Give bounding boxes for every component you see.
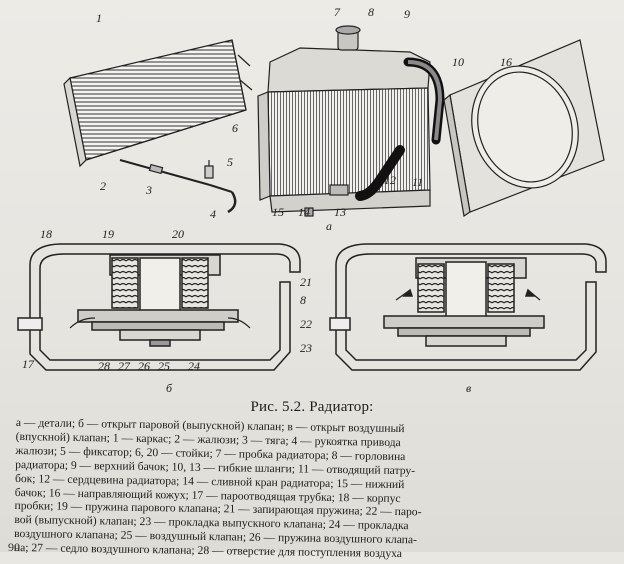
label-14: 14 (298, 205, 310, 219)
label-15: 15 (272, 205, 284, 219)
label-6: 6 (232, 121, 238, 135)
label-10: 10 (452, 55, 464, 69)
label-13: 13 (334, 205, 346, 219)
figure-legend: а — детали; б — открыт паровой (выпускно… (14, 416, 614, 564)
part-b-labels: 18 19 20 21 8 22 23 17 28 27 26 25 24 б … (22, 227, 471, 395)
label-3: 3 (145, 183, 152, 197)
label-23: 23 (300, 341, 312, 355)
label-b: б (166, 381, 173, 395)
label-22: 22 (300, 317, 312, 331)
radiator-figure: 1 2 3 4 5 6 7 8 9 10 11 12 13 14 15 16 а… (17, 5, 607, 395)
label-8: 8 (368, 5, 374, 19)
label-25: 25 (158, 359, 170, 373)
label-24: 24 (188, 359, 200, 373)
label-19: 19 (102, 227, 114, 241)
part-a-labels: 1 2 3 4 5 6 7 8 9 10 11 12 13 14 15 16 а (96, 5, 512, 233)
page-number: 90 (8, 540, 20, 554)
label-12: 12 (384, 173, 396, 187)
label-1: 1 (96, 11, 102, 25)
label-18: 18 (40, 227, 52, 241)
label-11: 11 (412, 175, 423, 189)
label-8b: 8 (300, 293, 306, 307)
label-2: 2 (100, 179, 106, 193)
label-a: а (326, 219, 332, 233)
fan-shroud-drawing (443, 39, 605, 218)
label-9: 9 (404, 7, 410, 21)
cap-steam-valve-open-drawing (17, 243, 301, 371)
radiator-core-drawing (257, 25, 445, 217)
label-20: 20 (172, 227, 184, 241)
label-21: 21 (300, 275, 312, 289)
label-17: 17 (22, 357, 35, 371)
label-16: 16 (500, 55, 512, 69)
label-v: в (466, 381, 471, 395)
label-27: 27 (118, 359, 131, 373)
label-26: 26 (138, 359, 150, 373)
cap-air-valve-open-drawing (329, 243, 607, 371)
label-5: 5 (227, 155, 233, 169)
label-4: 4 (210, 207, 216, 221)
label-7: 7 (334, 5, 341, 19)
louvre-frame-drawing (63, 39, 253, 214)
label-28: 28 (98, 359, 110, 373)
figure-title: Рис. 5.2. Радиатор: (250, 399, 374, 415)
